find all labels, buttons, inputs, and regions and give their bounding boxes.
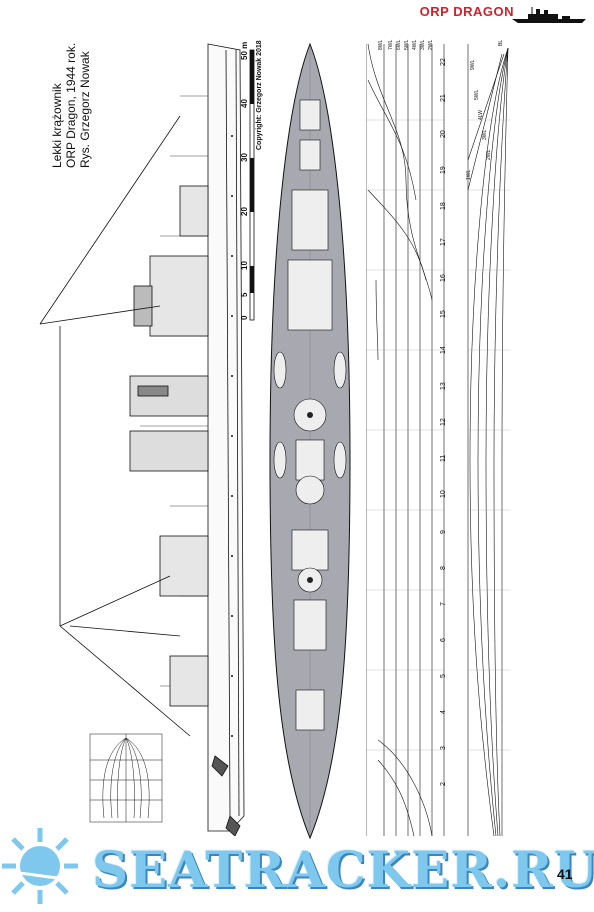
waterline-label: 2WL: [428, 39, 434, 50]
station-number: 18: [440, 202, 447, 210]
waterline-label: 3WL: [420, 39, 426, 50]
station-number: 21: [440, 94, 447, 102]
body-plan-inset: [89, 733, 163, 823]
page-number: 41: [557, 866, 573, 882]
station-number: 5: [440, 674, 447, 678]
waterline-label: 4WL: [412, 39, 418, 50]
scale-bar: [249, 49, 255, 321]
station-number: 22: [440, 58, 447, 66]
station-number: 15: [440, 310, 447, 318]
waterline-label: 7WL: [388, 39, 394, 50]
station-number: 4: [440, 710, 447, 714]
station-number: 2: [440, 782, 447, 786]
station-number: 16: [440, 274, 447, 282]
deck-plan-drawing: [269, 42, 351, 840]
page-header-title: ORP DRAGON: [419, 4, 514, 19]
waterline-label: 8WL: [378, 39, 384, 50]
station-number: 19: [440, 166, 447, 174]
ship-silhouette-icon: [512, 7, 586, 23]
sun-emblem-icon: [0, 828, 81, 904]
station-number: 3: [440, 746, 447, 750]
half-breadth-label: 2WL: [486, 149, 492, 160]
station-number: 6: [440, 638, 447, 642]
half-breadth-drawing: [467, 44, 510, 837]
station-number: 10: [440, 490, 447, 498]
watermark-banner: [0, 828, 81, 904]
half-breadth-label: 4LW: [478, 110, 484, 120]
station-number: 17: [440, 238, 447, 246]
waterline-label: 5WL: [404, 39, 410, 50]
station-number: 9: [440, 530, 447, 534]
half-breadth-label: 9WL: [470, 59, 476, 70]
half-breadth-label: 1WL: [466, 169, 472, 180]
station-number: 7: [440, 602, 447, 606]
watermark-text: SEATRACKER.RU: [92, 840, 594, 899]
station-number: 14: [440, 346, 447, 354]
waterline-label: 6WL: [396, 39, 402, 50]
side-profile-drawing: [39, 43, 245, 836]
half-breadth-label: BL: [498, 39, 504, 46]
station-number: 8: [440, 566, 447, 570]
station-number: 13: [440, 382, 447, 390]
half-breadth-label: 3WL: [482, 129, 488, 140]
station-number: 12: [440, 418, 447, 426]
station-number: 20: [440, 130, 447, 138]
station-lines-drawing: [366, 43, 445, 837]
station-number: 11: [440, 454, 447, 462]
half-breadth-label: 5WL: [474, 89, 480, 100]
